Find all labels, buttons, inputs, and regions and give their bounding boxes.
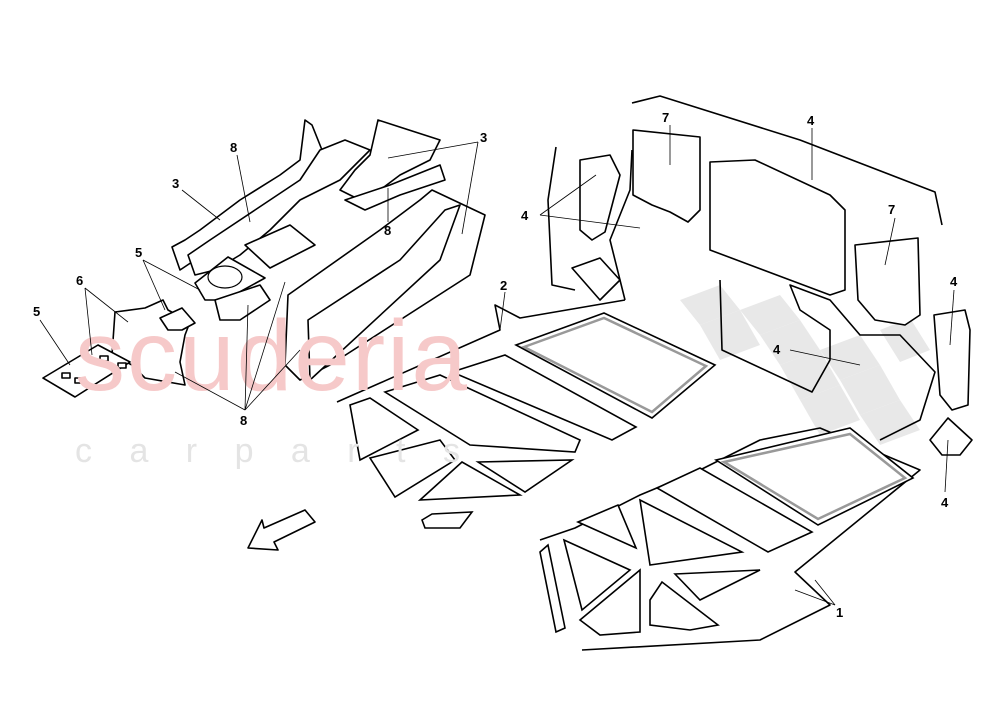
bulkhead-outline [631, 95, 943, 226]
callout-2: 2 [500, 278, 507, 293]
rear-pad-7-left [632, 129, 701, 223]
callout-3: 3 [480, 130, 487, 145]
callout-7: 7 [662, 110, 669, 125]
rear-pad-triangle-1 [576, 503, 638, 550]
front-pad-small [421, 511, 474, 529]
tunnel-panel-8-lower [214, 284, 271, 321]
rear-pad-4-corner [929, 417, 973, 456]
front-floor-outline [336, 299, 626, 403]
tunnel-side-inner-8 [307, 204, 461, 381]
rear-panel-4-center [709, 159, 846, 296]
rear-pad-4-vertical [579, 154, 621, 241]
rear-pad-sliver [539, 543, 566, 634]
callout-5: 5 [33, 304, 40, 319]
plate-hole [99, 355, 109, 362]
rear-pad-triangle-2 [638, 498, 745, 566]
shifter-plate-5 [194, 256, 266, 301]
tunnel-insulation-group [42, 119, 486, 398]
rear-pad-triangle-4 [673, 569, 761, 601]
rear-floor-upper [719, 279, 936, 441]
center-pad-8 [244, 224, 316, 269]
callout-labels: 3 3 8 8 8 5 5 6 2 7 7 4 4 4 4 4 1 [33, 110, 958, 620]
plate-hole [117, 362, 127, 369]
bulkhead-left-edge [547, 146, 576, 291]
arrow-front-icon [247, 509, 316, 551]
checkered-flag-watermark [680, 285, 930, 445]
rear-pad-strip [655, 467, 814, 553]
rear-pad-4-small [571, 257, 621, 301]
rear-pad-triangle-5 [578, 568, 641, 636]
bulkhead-lower-edge [609, 149, 633, 301]
front-floor-group [336, 299, 717, 529]
front-pad-large [514, 312, 717, 419]
rear-pad-7-right [854, 237, 921, 326]
front-pad-triangle-3 [417, 461, 523, 501]
callout-4: 4 [950, 274, 958, 289]
plate-5-small [159, 307, 196, 331]
plate-hole [61, 372, 71, 379]
rear-pad-triangle-3 [562, 538, 632, 612]
front-pad-strip [449, 354, 638, 441]
front-pad-triangle-4 [475, 459, 575, 493]
callout-5: 5 [135, 245, 142, 260]
front-pad-triangle-1 [349, 397, 420, 462]
rear-pad-triangle-6 [649, 580, 720, 631]
callout-4: 4 [773, 342, 781, 357]
plate-hole [74, 377, 84, 384]
front-pad-triangle-2 [368, 439, 457, 499]
callout-8: 8 [384, 223, 391, 238]
callout-4: 4 [941, 495, 949, 510]
callout-4: 4 [807, 113, 815, 128]
callout-4: 4 [521, 208, 529, 223]
callout-3: 3 [172, 176, 179, 191]
callout-8: 8 [230, 140, 237, 155]
rear-pad-4-right [933, 309, 971, 411]
callout-6: 6 [76, 273, 83, 288]
callout-1: 1 [836, 605, 843, 620]
callout-7: 7 [888, 202, 895, 217]
leader-lines [39, 125, 955, 606]
rear-bulkhead-group [539, 95, 973, 651]
callout-8: 8 [240, 413, 247, 428]
front-pad-strip-2 [383, 374, 582, 453]
shifter-hole [207, 265, 243, 289]
tunnel-panel-8-mid [344, 164, 446, 211]
